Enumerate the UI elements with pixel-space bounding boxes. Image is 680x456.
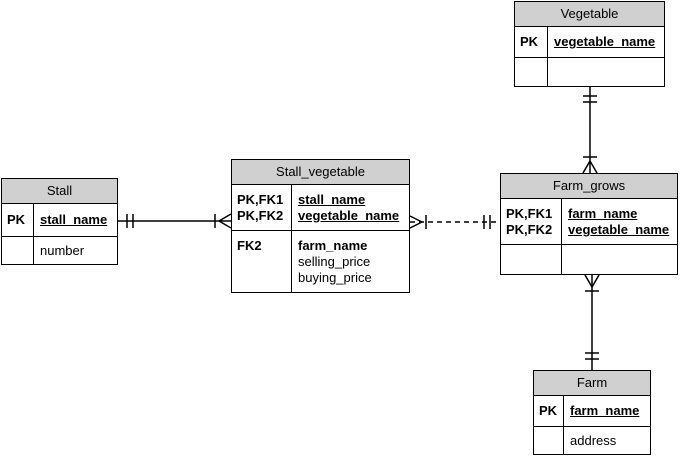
attribute: address <box>570 433 617 448</box>
attribute: number <box>40 243 85 258</box>
entity-title: Farm <box>534 371 650 396</box>
key-label: PK <box>7 212 26 227</box>
primary-key-attribute: vegetable_name <box>568 222 670 237</box>
foreign-key-attribute: farm_name <box>298 238 368 253</box>
relationship-stall-vegetable-farm-grows <box>409 215 500 229</box>
entity-stall[interactable]: Stall PK stall_name number <box>1 178 118 265</box>
key-label: PK <box>539 403 558 418</box>
primary-key-attribute: stall_name <box>298 192 366 207</box>
attribute: buying_price <box>298 270 372 285</box>
key-label: PK,FK1 <box>237 192 284 207</box>
primary-key-attribute: vegetable_name <box>298 208 400 223</box>
entity-farm[interactable]: Farm PK farm_name address <box>533 370 651 455</box>
relationship-stall-stall-vegetable <box>118 213 232 229</box>
entity-stall-vegetable[interactable]: Stall_vegetable PK,FK1 PK,FK2 stall_name… <box>231 159 410 293</box>
attribute: selling_price <box>298 254 371 269</box>
key-label: PK <box>520 34 539 49</box>
primary-key-attribute: farm_name <box>568 206 638 221</box>
key-label: PK,FK2 <box>237 208 284 223</box>
primary-key-attribute: vegetable_name <box>554 34 656 49</box>
key-label: PK,FK2 <box>506 222 553 237</box>
entity-vegetable[interactable]: Vegetable PK vegetable_name <box>514 1 665 87</box>
key-label: FK2 <box>237 238 262 253</box>
primary-key-attribute: stall_name <box>40 212 108 227</box>
relationship-farm-farm-grows <box>584 274 600 370</box>
entity-title: Farm_grows <box>501 174 677 199</box>
primary-key-attribute: farm_name <box>570 403 640 418</box>
key-label: PK,FK1 <box>506 206 553 221</box>
entity-title: Stall <box>2 179 117 204</box>
entity-farm-grows[interactable]: Farm_grows PK,FK1 PK,FK2 farm_name veget… <box>500 173 678 275</box>
relationship-vegetable-farm-grows <box>582 87 598 174</box>
entity-title: Stall_vegetable <box>232 160 409 185</box>
entity-title: Vegetable <box>515 2 664 27</box>
